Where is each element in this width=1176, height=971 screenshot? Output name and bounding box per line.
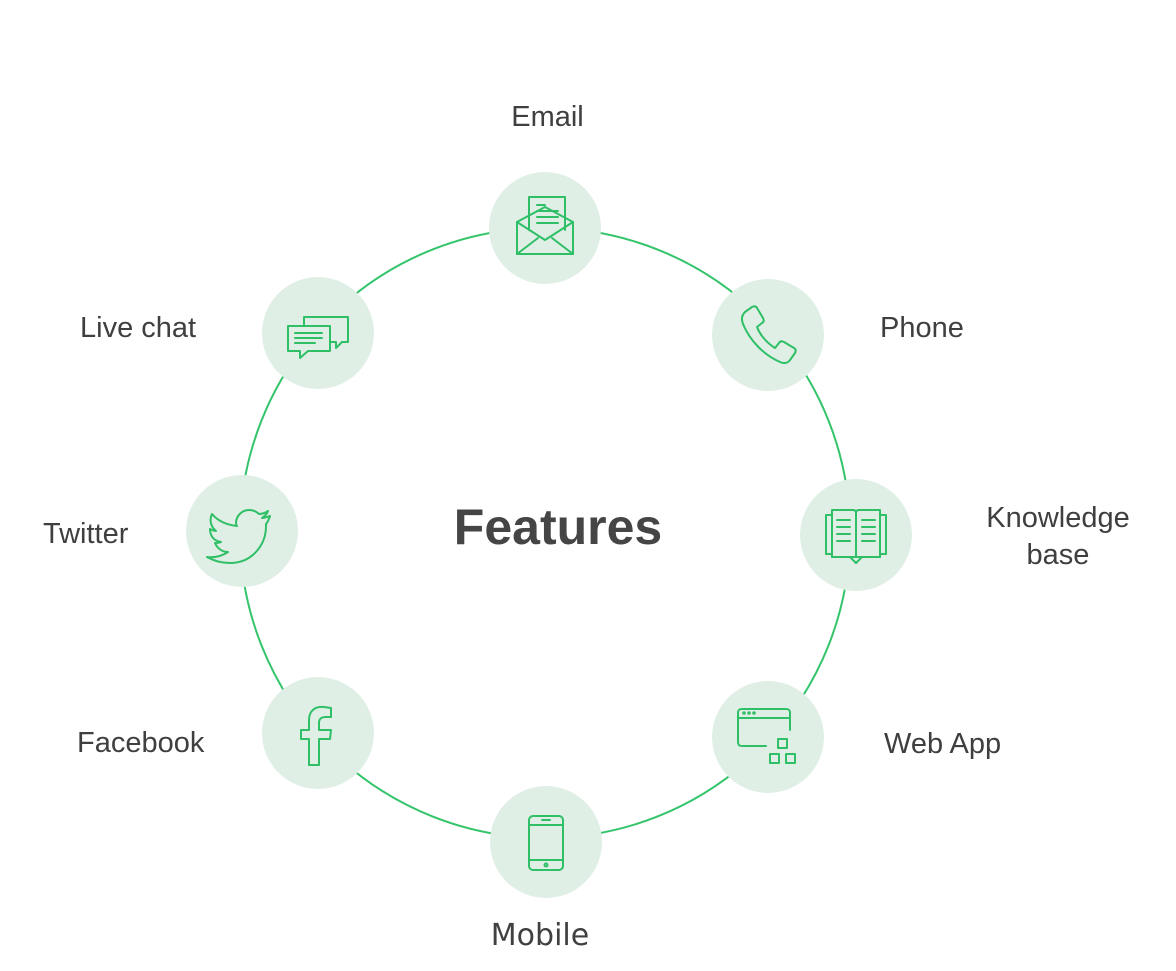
node-label-twitter: Twitter — [43, 518, 129, 550]
node-label-facebook: Facebook — [77, 727, 205, 759]
node-twitter — [186, 475, 298, 587]
chat-bubbles-icon — [287, 316, 349, 359]
node-email — [489, 172, 601, 284]
book-icon — [825, 509, 887, 564]
node-mobile — [490, 786, 602, 898]
node-live-chat — [262, 277, 374, 389]
facebook-icon — [300, 705, 332, 766]
twitter-icon — [206, 509, 271, 564]
node-knowledge-base — [800, 479, 912, 591]
phone-icon — [740, 305, 797, 365]
diagram-title: Features — [453, 499, 663, 555]
web-app-icon — [737, 708, 796, 764]
node-label-email: Email — [511, 101, 584, 133]
node-phone — [712, 279, 824, 391]
node-web-app — [712, 681, 824, 793]
node-label-live-chat: Live chat — [80, 312, 197, 344]
node-label-phone: Phone — [880, 312, 964, 344]
mobile-icon — [528, 815, 564, 871]
node-facebook — [262, 677, 374, 789]
envelope-icon — [516, 196, 574, 255]
node-label-web-app: Web App — [884, 728, 1002, 760]
node-label-mobile: Mobile — [490, 918, 590, 953]
